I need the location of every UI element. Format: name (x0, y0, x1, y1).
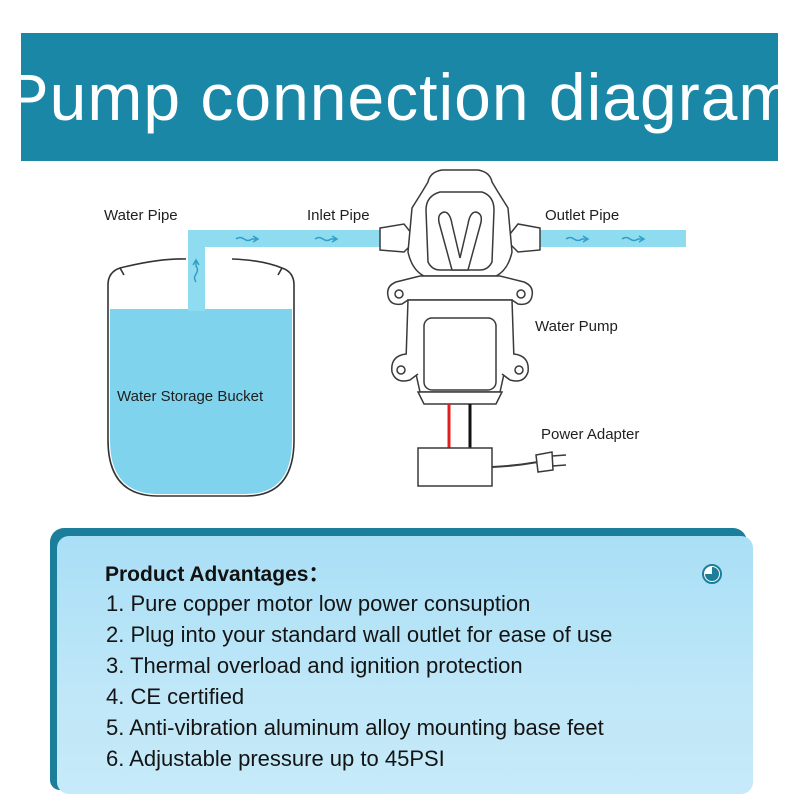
power-plug-icon (535, 451, 567, 473)
list-item: 2. Plug into your standard wall outlet f… (106, 622, 613, 647)
list-item: 4. CE certified (106, 684, 245, 709)
flow-arrow-icon (192, 235, 646, 283)
label-water-pipe: Water Pipe (104, 207, 178, 224)
label-water-pump: Water Pump (535, 318, 618, 335)
advantages-list: 1. Pure copper motor low power consuptio… (106, 588, 612, 774)
power-cord (491, 461, 539, 468)
label-outlet-pipe: Outlet Pipe (545, 207, 619, 224)
pump-diagram: Water Pipe Inlet Pipe Outlet Pipe Water … (104, 169, 686, 497)
page-title: Pump connection diagram (4, 60, 795, 134)
list-item: 6. Adjustable pressure up to 45PSI (106, 746, 445, 771)
label-inlet-pipe: Inlet Pipe (307, 207, 370, 224)
water-pump-drawing (379, 169, 541, 405)
advantages-panel (57, 536, 753, 794)
list-item: 3. Thermal overload and ignition protect… (106, 653, 523, 678)
list-item: 1. Pure copper motor low power consuptio… (106, 591, 531, 616)
bucket-outline (107, 258, 295, 497)
label-power-adapter: Power Adapter (541, 426, 639, 443)
list-item: 5. Anti-vibration aluminum alloy mountin… (106, 715, 604, 740)
outlet-pipe (528, 230, 686, 247)
advantages-heading: Product Advantages： (105, 563, 330, 586)
circle-mark-icon (702, 564, 722, 584)
label-water-storage-bucket: Water Storage Bucket (117, 388, 264, 405)
inlet-pipe (188, 230, 388, 247)
power-adapter-box (417, 447, 493, 487)
title-banner: Pump connection diagram (4, 33, 795, 161)
bucket-water (110, 309, 292, 494)
